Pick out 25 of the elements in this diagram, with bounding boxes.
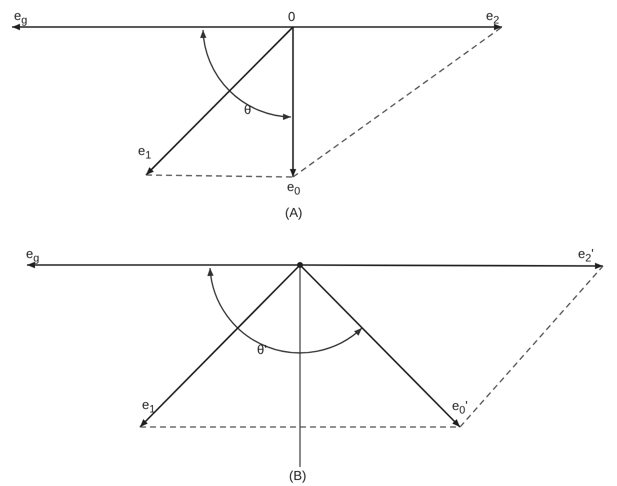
vector-label: e$_{g}$ (14, 8, 28, 29)
dashed-line (146, 174, 293, 178)
vector-label: e$_{0}$' (452, 398, 468, 419)
vector-label: e$_{2}$ (486, 8, 500, 29)
vector-label: e$_{1}$ (138, 143, 152, 164)
vector-arrow (300, 262, 603, 270)
dashed-line (292, 26, 502, 178)
figure-label: (B) (289, 468, 306, 483)
vector-arrow (293, 24, 502, 30)
origin-point (297, 262, 303, 268)
vector-label: e$_{1}$ (142, 397, 156, 418)
vector-label: e$_{g}$ (26, 246, 40, 267)
dashed-line (460, 266, 604, 428)
angle-label: θ' (257, 342, 267, 357)
vector-arrow (12, 24, 293, 30)
figure-label: (A) (285, 205, 302, 220)
vector-arrow (145, 26, 294, 176)
vector-arrow (299, 264, 461, 428)
vector-label: e$_{0}$ (287, 179, 300, 200)
vector-arrow (139, 264, 301, 428)
angle-label: θ (244, 102, 252, 117)
origin-label: 0 (288, 9, 296, 24)
vector-arrow (27, 262, 300, 268)
vector-label: e$_{2}$' (578, 246, 594, 267)
vector-arrow (290, 27, 296, 177)
